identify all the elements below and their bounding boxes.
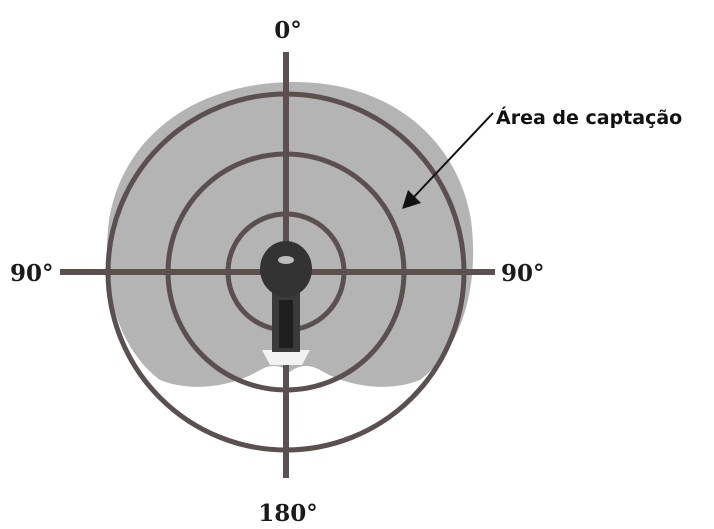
pickup-area-arrow [402,112,494,209]
microphone-icon [260,241,312,365]
pickup-area-label: Área de captação [496,106,682,129]
angle-label-bottom: 180° [258,500,318,527]
angle-label-left: 90° [10,260,54,287]
angle-label-right: 90° [501,260,545,287]
pickup-area [106,81,474,387]
angle-label-top: 0° [274,17,302,44]
